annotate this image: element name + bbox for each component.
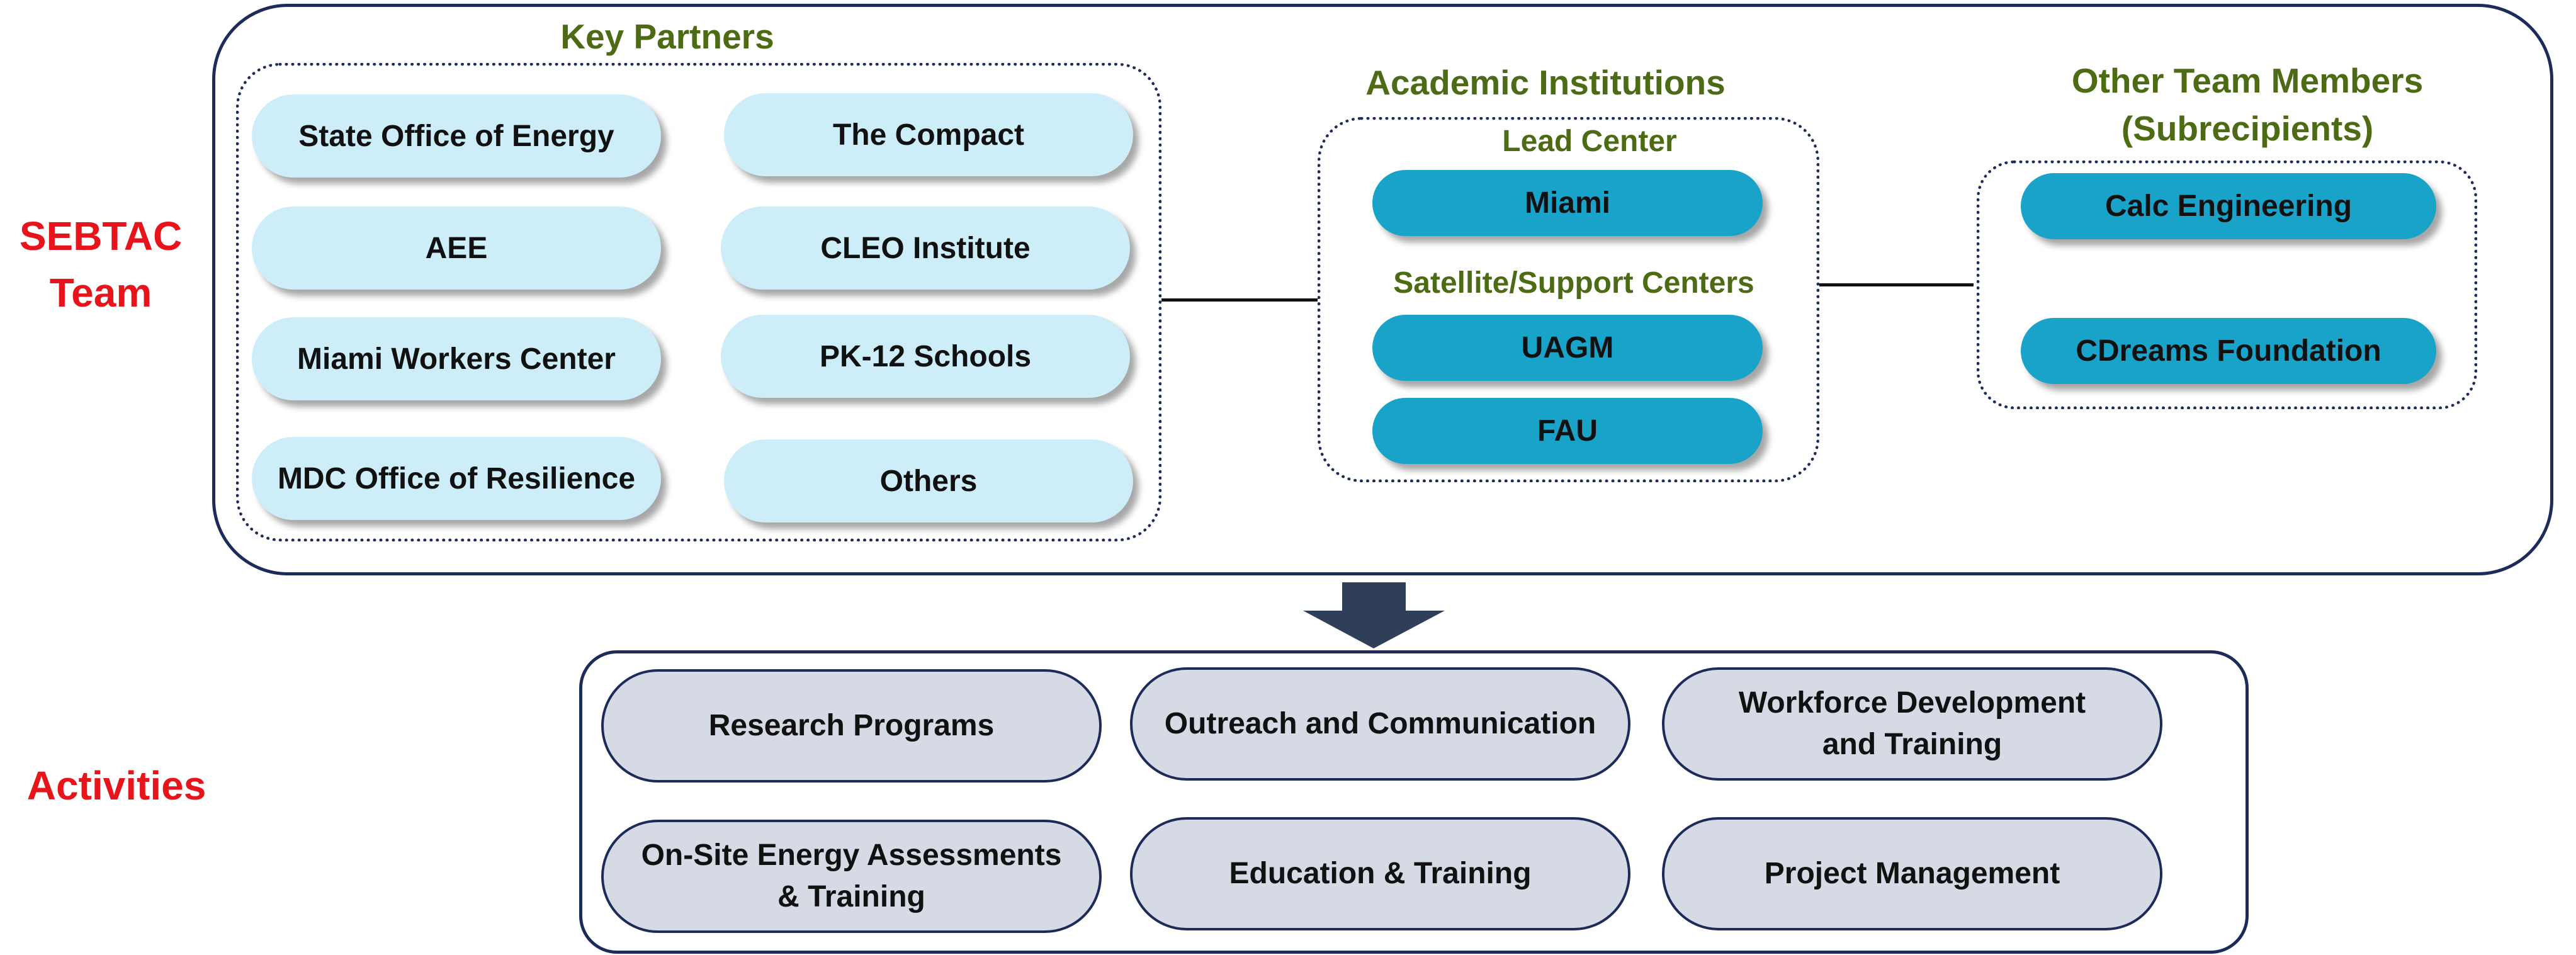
activities-label: Activities — [13, 757, 220, 814]
connector-line-left — [1161, 298, 1318, 302]
partner-state-office-of-energy: State Office of Energy — [252, 94, 661, 178]
key-partners-title: Key Partners — [491, 14, 844, 59]
activity-workforce-development: Workforce Development and Training — [1662, 667, 2162, 781]
member-label: Calc Engineering — [2104, 189, 2353, 223]
institution-label: UAGM — [1521, 331, 1614, 364]
institution-uagm: UAGM — [1372, 315, 1763, 381]
partner-label: State Office of Energy — [298, 119, 614, 153]
sebtac-team-label-text: SEBTAC Team — [19, 213, 183, 315]
academic-institutions-title-text: Academic Institutions — [1365, 63, 1726, 102]
partner-label: CLEO Institute — [820, 231, 1031, 265]
down-arrow-icon — [1303, 582, 1445, 648]
lead-center-title-text: Lead Center — [1502, 125, 1677, 158]
activity-onsite-energy-assessments: On-Site Energy Assessments & Training — [601, 820, 1102, 933]
partner-label: Miami Workers Center — [297, 342, 616, 376]
partner-label: AEE — [425, 231, 488, 265]
activity-label: Education & Training — [1229, 857, 1532, 890]
other-members-title-line1: Other Team Members — [2071, 61, 2424, 100]
institution-label: FAU — [1537, 414, 1598, 448]
activities-label-text: Activities — [26, 763, 206, 808]
activity-label: On-Site Energy Assessments & Training — [641, 839, 1062, 913]
satellite-centers-title: Satellite/Support Centers — [1372, 264, 1775, 302]
institution-miami: Miami — [1372, 170, 1763, 236]
partner-label: MDC Office of Resilience — [277, 461, 636, 495]
other-members-title-line2: (Subrecipients) — [2121, 109, 2374, 148]
partner-the-compact: The Compact — [724, 93, 1133, 176]
activity-label: Workforce Development and Training — [1738, 686, 2086, 761]
member-label: CDreams Foundation — [2076, 334, 2381, 368]
partner-aee: AEE — [252, 206, 661, 290]
key-partners-title-text: Key Partners — [560, 17, 774, 56]
partner-others: Others — [724, 439, 1133, 523]
activity-label: Outreach and Communication — [1164, 707, 1596, 740]
activity-label: Research Programs — [708, 709, 995, 742]
connector-line-right — [1819, 283, 1974, 286]
activity-label: Project Management — [1764, 857, 2060, 890]
member-cdreams-foundation: CDreams Foundation — [2021, 318, 2436, 384]
institution-label: Miami — [1524, 186, 1611, 220]
member-calc-engineering: Calc Engineering — [2021, 173, 2436, 239]
academic-institutions-title: Academic Institutions — [1316, 60, 1775, 105]
activity-education-training: Education & Training — [1130, 817, 1630, 930]
sebtac-team-label: SEBTAC Team — [13, 208, 189, 321]
activity-outreach-communication: Outreach and Communication — [1130, 667, 1630, 781]
other-members-title: Other Team Members (Subrecipients) — [2002, 57, 2493, 152]
institution-fau: FAU — [1372, 398, 1763, 464]
lead-center-title: Lead Center — [1442, 123, 1737, 161]
partner-mdc-office-of-resilience: MDC Office of Resilience — [252, 437, 661, 520]
partner-label: PK-12 Schools — [819, 339, 1032, 373]
satellite-centers-title-text: Satellite/Support Centers — [1393, 266, 1754, 300]
partner-miami-workers-center: Miami Workers Center — [252, 317, 661, 400]
partner-pk12-schools: PK-12 Schools — [721, 315, 1130, 398]
partner-cleo-institute: CLEO Institute — [721, 206, 1130, 290]
activity-project-management: Project Management — [1662, 817, 2162, 930]
partner-label: The Compact — [832, 118, 1025, 152]
partner-label: Others — [879, 464, 978, 498]
activity-research-programs: Research Programs — [601, 669, 1102, 783]
